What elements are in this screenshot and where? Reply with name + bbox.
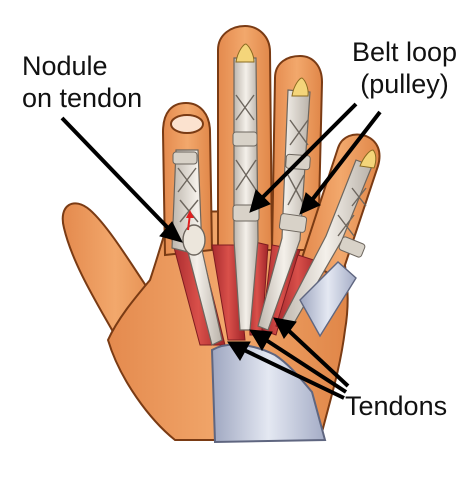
tendons-arrowhead-3-icon bbox=[227, 341, 251, 361]
tendons-pointer-arrow-1 bbox=[286, 328, 350, 388]
nodule-label-line1: Nodule bbox=[22, 51, 108, 81]
belt-loop-label-line2: (pulley) bbox=[360, 69, 449, 99]
belt-loop-pointer-arrow-1 bbox=[260, 102, 358, 200]
belt-loop-arrowhead-2-icon bbox=[299, 192, 321, 215]
belt-loop-label-line1: Belt loop bbox=[352, 37, 458, 67]
belt-loop-pointer-arrow-2 bbox=[310, 110, 382, 202]
fingernail-icon bbox=[170, 114, 204, 134]
belt-loop-arrowhead-1-icon bbox=[249, 189, 271, 213]
tendons-arrowhead-1-icon bbox=[273, 317, 297, 339]
tendons-label: Tendons bbox=[345, 391, 448, 421]
tendons-arrowhead-2-icon bbox=[249, 329, 273, 351]
nodule-label-line2: on tendon bbox=[22, 83, 143, 113]
nodule-pointer-arrow bbox=[60, 116, 170, 230]
red-arrow-icon bbox=[186, 210, 194, 218]
nodule-label: Nodule on tendon bbox=[22, 50, 142, 114]
nodule-icon bbox=[182, 224, 206, 256]
tendons-pointer-arrow-3 bbox=[243, 348, 345, 400]
belt-loop-label: Belt loop (pulley) bbox=[352, 36, 457, 100]
tendons-pointer-arrow-2 bbox=[264, 338, 348, 394]
nodule-arrowhead-icon bbox=[159, 221, 183, 243]
finger-tendons bbox=[171, 43, 377, 346]
pointer-arrows bbox=[60, 102, 382, 400]
